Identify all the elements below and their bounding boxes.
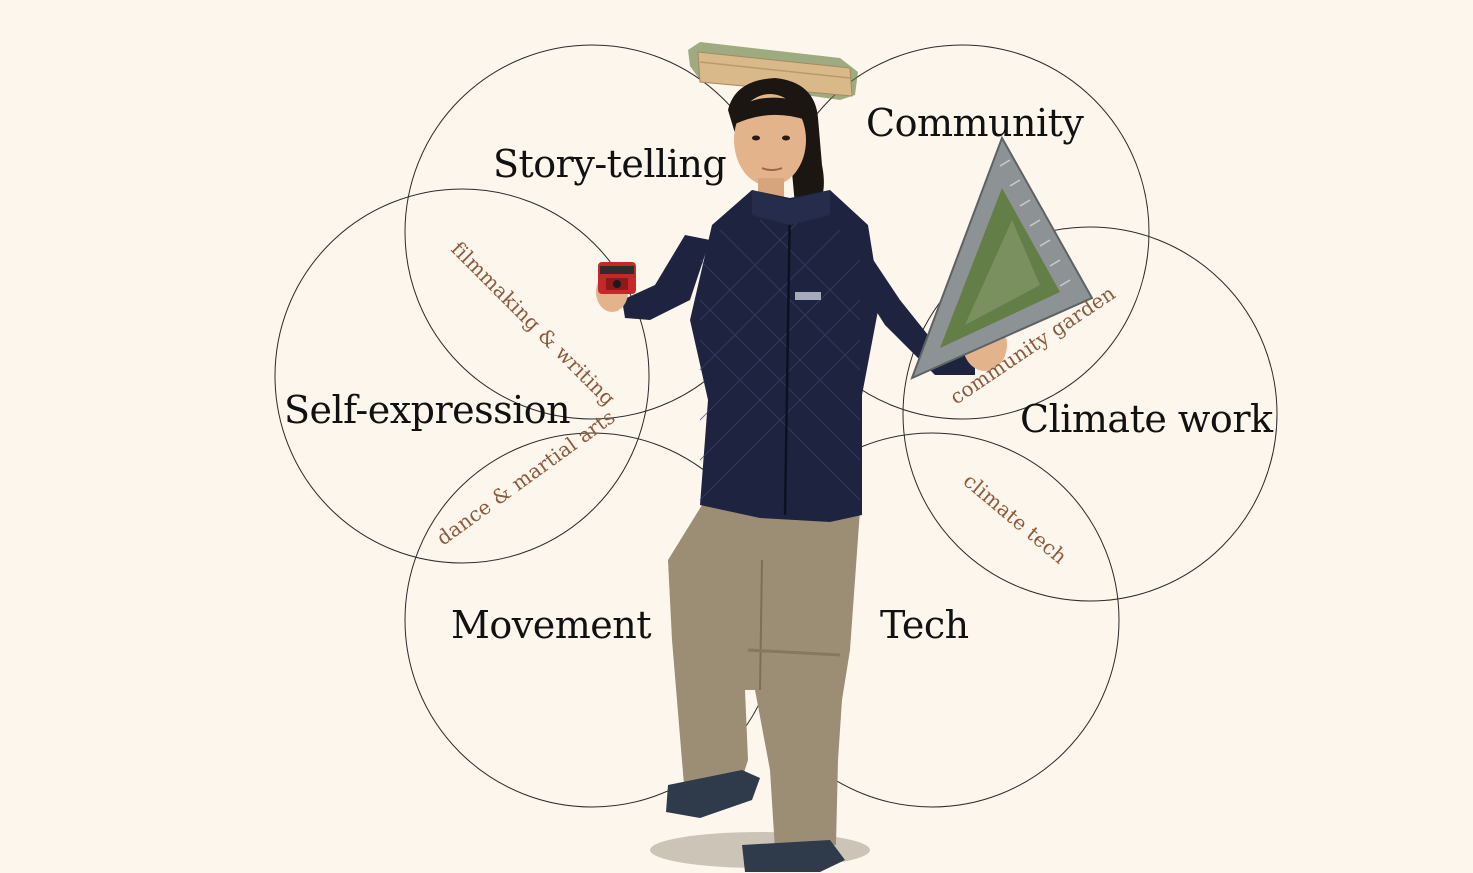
left-arm xyxy=(622,235,710,320)
circle-labels: Story-telling Community Self-expression … xyxy=(284,101,1274,647)
label-story-telling: Story-telling xyxy=(493,142,726,186)
label-climate-tech: climate tech xyxy=(959,468,1072,568)
red-camera-icon xyxy=(598,262,636,294)
right-arm xyxy=(850,240,975,375)
label-climate-work: Climate work xyxy=(1020,397,1274,441)
climate-work-circle xyxy=(902,226,1278,602)
circle-group xyxy=(274,44,1278,808)
person-photo xyxy=(596,42,1094,872)
label-tech: Tech xyxy=(880,603,969,647)
label-movement: Movement xyxy=(451,603,651,647)
pants xyxy=(668,505,860,850)
label-self-expression: Self-expression xyxy=(284,388,570,432)
jacket-logo xyxy=(795,292,821,300)
speed-square-icon xyxy=(910,135,1094,380)
right-shoe xyxy=(742,840,845,872)
label-community: Community xyxy=(866,101,1084,145)
jacket xyxy=(690,190,880,522)
label-filmmaking-writing: filmmaking & writing xyxy=(446,237,620,411)
left-shoe xyxy=(666,770,760,818)
self-expression-circle xyxy=(274,188,650,564)
wooden-board-icon xyxy=(688,42,858,100)
